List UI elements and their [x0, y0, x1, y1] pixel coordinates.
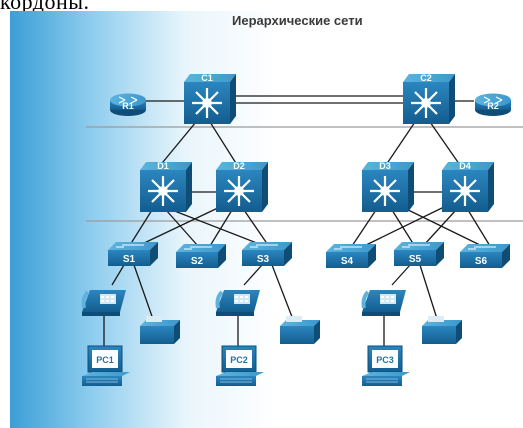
access-switch-s3-label: S3: [257, 254, 270, 265]
distribution-switch-d2-label: D2: [233, 161, 245, 171]
link-s1-phone: [111, 264, 125, 286]
distribution-switch-d4[interactable]: D4: [442, 161, 494, 212]
diagram-title: Иерархические сети: [232, 13, 363, 28]
router-r1[interactable]: R1: [110, 93, 146, 117]
link-d4-s6: [467, 209, 491, 247]
ip-phone-icon[interactable]: [81, 290, 126, 316]
pc-pc3[interactable]: PC3: [362, 345, 410, 386]
pc-pc2[interactable]: PC2: [216, 345, 264, 386]
distribution-switch-d3[interactable]: D3: [362, 161, 414, 212]
access-switch-s6-label: S6: [475, 256, 488, 267]
link-d4-s4: [363, 205, 447, 247]
link-s3-printer: [271, 264, 295, 323]
link-d1-s1: [129, 209, 153, 246]
pc-pc3-label: PC3: [376, 355, 394, 365]
access-switch-s4[interactable]: S4: [326, 244, 376, 268]
link-s1-printer: [133, 264, 155, 323]
router-r2[interactable]: R2: [475, 93, 511, 117]
link-d1-s3: [171, 209, 263, 246]
link-c2-d4: [429, 121, 463, 169]
access-switch-s3[interactable]: S3: [242, 242, 292, 266]
ip-phone-icon[interactable]: [361, 290, 406, 316]
router-r1-label: R1: [122, 101, 134, 111]
link-c1-d2: [209, 121, 240, 169]
link-s5-printer: [419, 264, 439, 323]
core-switch-c2-label: C2: [420, 73, 432, 83]
printer-icon[interactable]: [280, 316, 320, 344]
pc-pc2-label: PC2: [230, 355, 248, 365]
core-switch-c1-label: C1: [201, 73, 213, 83]
header-fragment: кордоны.: [0, 0, 90, 14]
router-r2-label: R2: [487, 101, 499, 111]
link-s5-phone: [391, 264, 411, 286]
access-switch-s5-label: S5: [409, 254, 422, 265]
access-switch-s1-label: S1: [123, 254, 136, 265]
distribution-switch-d3-label: D3: [379, 161, 391, 171]
link-d2-s2: [209, 209, 233, 247]
distribution-switch-d2[interactable]: D2: [216, 161, 268, 212]
link-d1-s2: [165, 209, 199, 247]
access-switch-s2[interactable]: S2: [176, 244, 226, 268]
link-s3-phone: [243, 264, 263, 286]
link-c1-d1: [157, 121, 197, 169]
core-switch-c1[interactable]: C1: [184, 73, 236, 124]
pc-pc1-label: PC1: [96, 355, 114, 365]
pc-pc1[interactable]: PC1: [82, 345, 130, 386]
link-d4-s5: [423, 209, 457, 246]
core-switch-c2[interactable]: C2: [403, 73, 455, 124]
link-d2-s3: [243, 209, 269, 246]
link-d2-s1: [139, 205, 223, 246]
links: [103, 95, 491, 348]
link-c2-d3: [383, 121, 416, 169]
printer-icon[interactable]: [422, 316, 462, 344]
ip-phone-icon[interactable]: [215, 290, 260, 316]
access-switch-s2-label: S2: [191, 256, 204, 267]
link-d3-s4: [351, 209, 377, 247]
access-switch-s1[interactable]: S1: [108, 242, 158, 266]
distribution-switch-d1[interactable]: D1: [140, 161, 192, 212]
access-switch-s4-label: S4: [341, 256, 354, 267]
distribution-switch-d4-label: D4: [459, 161, 471, 171]
access-switch-s5[interactable]: S5: [394, 242, 444, 266]
distribution-switch-d1-label: D1: [157, 161, 169, 171]
access-switch-s6[interactable]: S6: [460, 244, 510, 268]
printer-icon[interactable]: [140, 316, 180, 344]
